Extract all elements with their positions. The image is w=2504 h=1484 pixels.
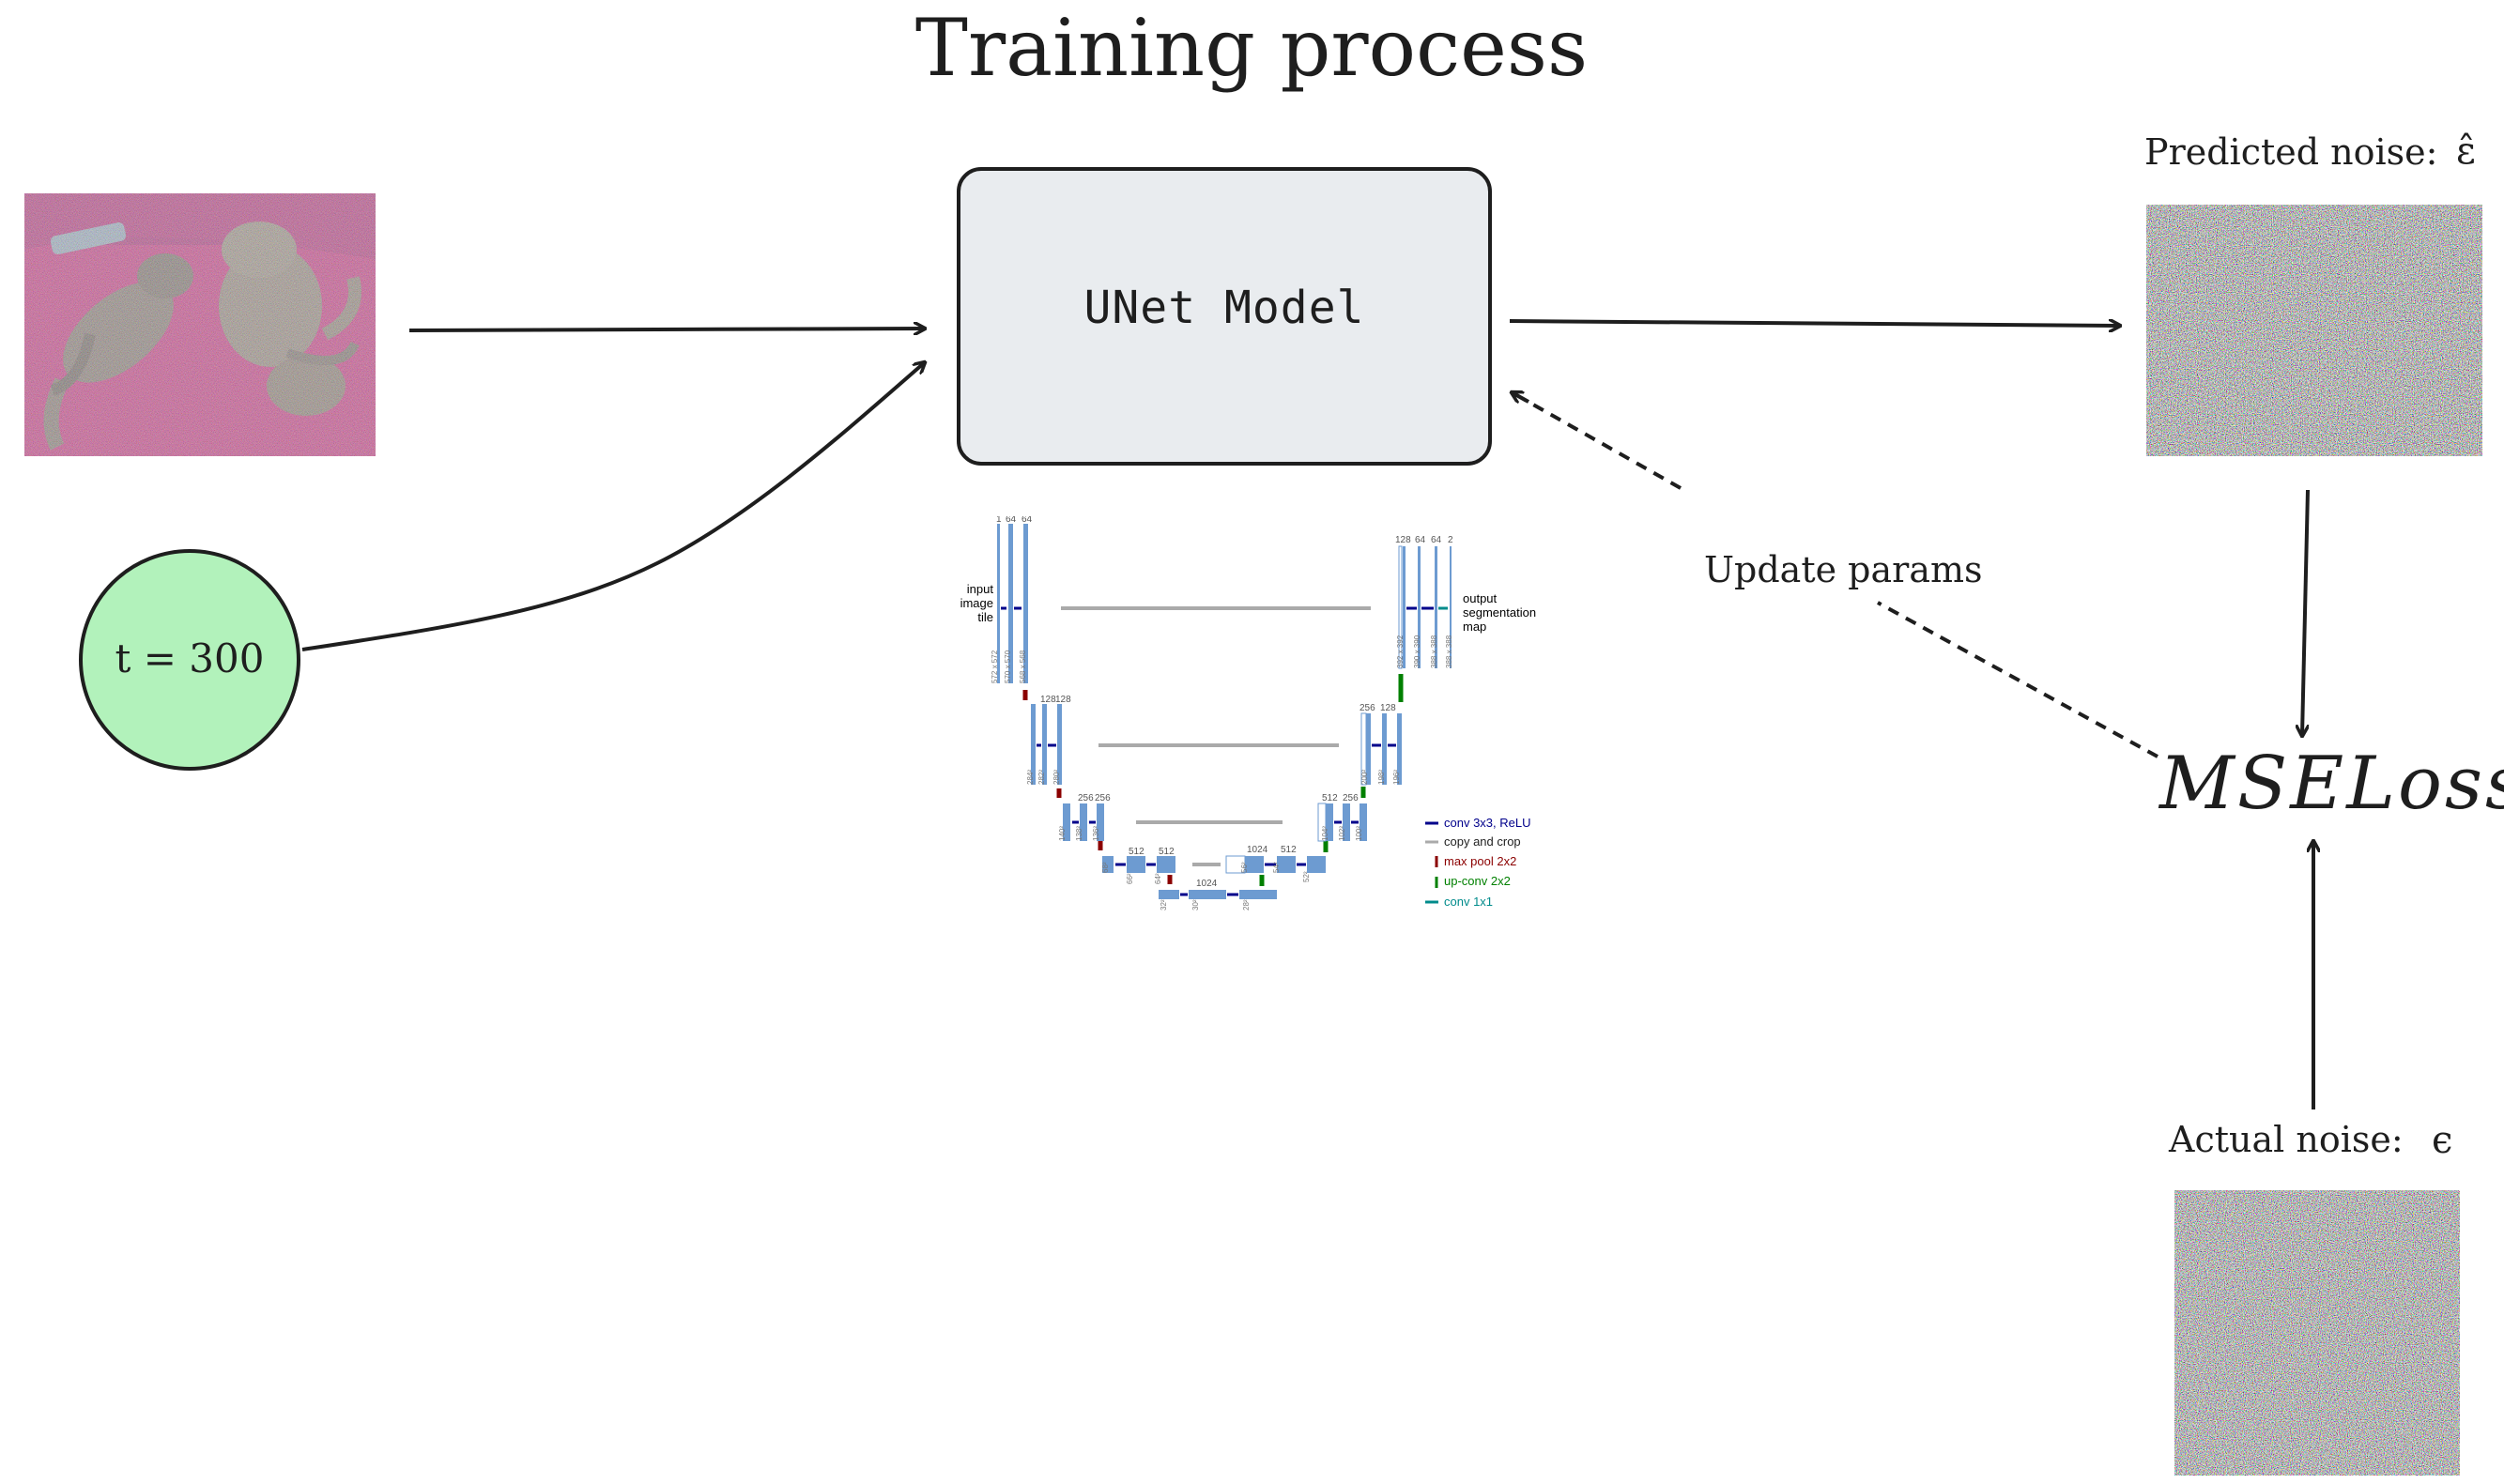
ch-l2-2: 128 [1055, 695, 1071, 705]
ch-l3u-2: 256 [1343, 793, 1359, 803]
actual-noise-label: Actual noise: [2169, 1119, 2404, 1160]
size-d12: 64² [1154, 873, 1162, 884]
predicted-noise-picture [2146, 205, 2482, 456]
actual-noise-picture [2174, 1190, 2460, 1476]
size-d14: 30² [1191, 899, 1200, 910]
unet-architecture-svg: input image tile output segmentation map… [960, 516, 1536, 910]
ch-l1-3: 64 [1022, 516, 1033, 525]
size-d1: 572 x 572 [991, 650, 999, 683]
ch-l3-2: 256 [1095, 793, 1111, 803]
ch-l3u-1: 512 [1322, 793, 1338, 803]
size-d15: 28² [1242, 899, 1251, 910]
ch-l1-1: 1 [996, 516, 1002, 525]
diagram-title: Training process [0, 2, 2504, 94]
ch-l4u-1: 1024 [1247, 845, 1268, 855]
size-u10: 100² [1355, 826, 1363, 841]
ch-l2u-2: 128 [1380, 703, 1396, 713]
noisy-cats-picture [24, 193, 376, 456]
ch-l4-1: 512 [1129, 847, 1144, 857]
predicted-noise-image [2146, 205, 2482, 456]
size-d5: 282² [1037, 770, 1046, 785]
size-u6: 198² [1377, 770, 1386, 785]
size-d9: 136² [1092, 826, 1100, 841]
size-u11: 56² [1240, 862, 1249, 873]
size-u9: 102² [1338, 826, 1346, 841]
size-u3: 388 x 388 [1430, 635, 1438, 668]
ch-l4u-2: 512 [1281, 845, 1297, 855]
size-u4: 388 x 388 [1445, 635, 1453, 668]
noisy-input-image [24, 193, 376, 456]
legend-copy: copy and crop [1444, 834, 1521, 849]
size-u12: 54² [1272, 862, 1281, 873]
ch-l2u-1: 256 [1360, 703, 1375, 713]
predicted-noise-symbol: ε̂ [2456, 130, 2476, 173]
unet-legend: conv 3x3, ReLU copy and crop max pool 2x… [1425, 816, 1531, 909]
size-d6: 280² [1052, 770, 1061, 785]
arrow-update-params [1511, 390, 2158, 758]
legend-conv: conv 3x3, ReLU [1444, 816, 1531, 830]
diagram-title-text: Training process [914, 2, 1589, 94]
timestep-node: t = 300 [79, 549, 300, 771]
legend-maxpool: max pool 2x2 [1444, 854, 1516, 868]
unet-model-label: UNet Model [1083, 282, 1365, 334]
size-u7: 196² [1392, 770, 1401, 785]
unet-output-label-3: map [1463, 620, 1486, 634]
size-u1: 392 x 392 [1396, 635, 1405, 668]
size-d13: 32² [1160, 899, 1168, 910]
ch-bottom-1: 1024 [1196, 879, 1218, 889]
size-u8: 104² [1321, 826, 1329, 841]
update-params-label: Update params [1704, 549, 1983, 590]
ch-l4-2: 512 [1159, 847, 1175, 857]
unet-output-label-1: output [1463, 591, 1498, 605]
mse-loss-label: MSELoss [2159, 742, 2504, 826]
arrow-prediction-to-loss [2302, 489, 2310, 736]
unet-model-box: UNet Model [957, 167, 1492, 466]
ch-l1u-3: 64 [1431, 535, 1442, 545]
size-d2: 570 x 570 [1004, 650, 1012, 683]
unet-input-label-2: image [960, 596, 993, 610]
arrow-model-to-prediction [1509, 321, 2120, 326]
timestep-label: t = 300 [115, 635, 265, 681]
size-u13: 52² [1302, 871, 1311, 882]
ch-l1u-4: 2 [1448, 535, 1453, 545]
arrow-timestep-to-model [301, 362, 925, 651]
predicted-noise-label: Predicted noise: [2144, 131, 2438, 173]
actual-noise-image [2174, 1190, 2460, 1476]
unet-output-label-2: segmentation [1463, 605, 1536, 620]
legend-conv1x1: conv 1x1 [1444, 895, 1493, 909]
unet-architecture-diagram: input image tile output segmentation map… [948, 516, 1549, 920]
ch-l1-2: 64 [1006, 516, 1017, 525]
arrow-image-to-model [408, 329, 925, 330]
size-d11: 66² [1126, 873, 1134, 884]
ch-l1u-2: 64 [1415, 535, 1426, 545]
ch-l2-1: 128 [1040, 695, 1056, 705]
size-u2: 390 x 390 [1413, 635, 1421, 668]
size-u5: 200² [1360, 770, 1369, 785]
actual-noise-symbol: ϵ [2432, 1119, 2453, 1162]
legend-upconv: up-conv 2x2 [1444, 874, 1511, 888]
ch-l1u-1: 128 [1395, 535, 1411, 545]
unet-input-label-3: tile [977, 610, 993, 624]
size-d8: 138² [1075, 826, 1083, 841]
size-d3: 568 x 568 [1019, 650, 1027, 683]
ch-l3-1: 256 [1078, 793, 1094, 803]
unet-input-label-1: input [967, 582, 994, 596]
size-d7: 140² [1058, 826, 1067, 841]
size-d4: 284² [1026, 770, 1035, 785]
size-d10: 68² [1101, 862, 1110, 873]
